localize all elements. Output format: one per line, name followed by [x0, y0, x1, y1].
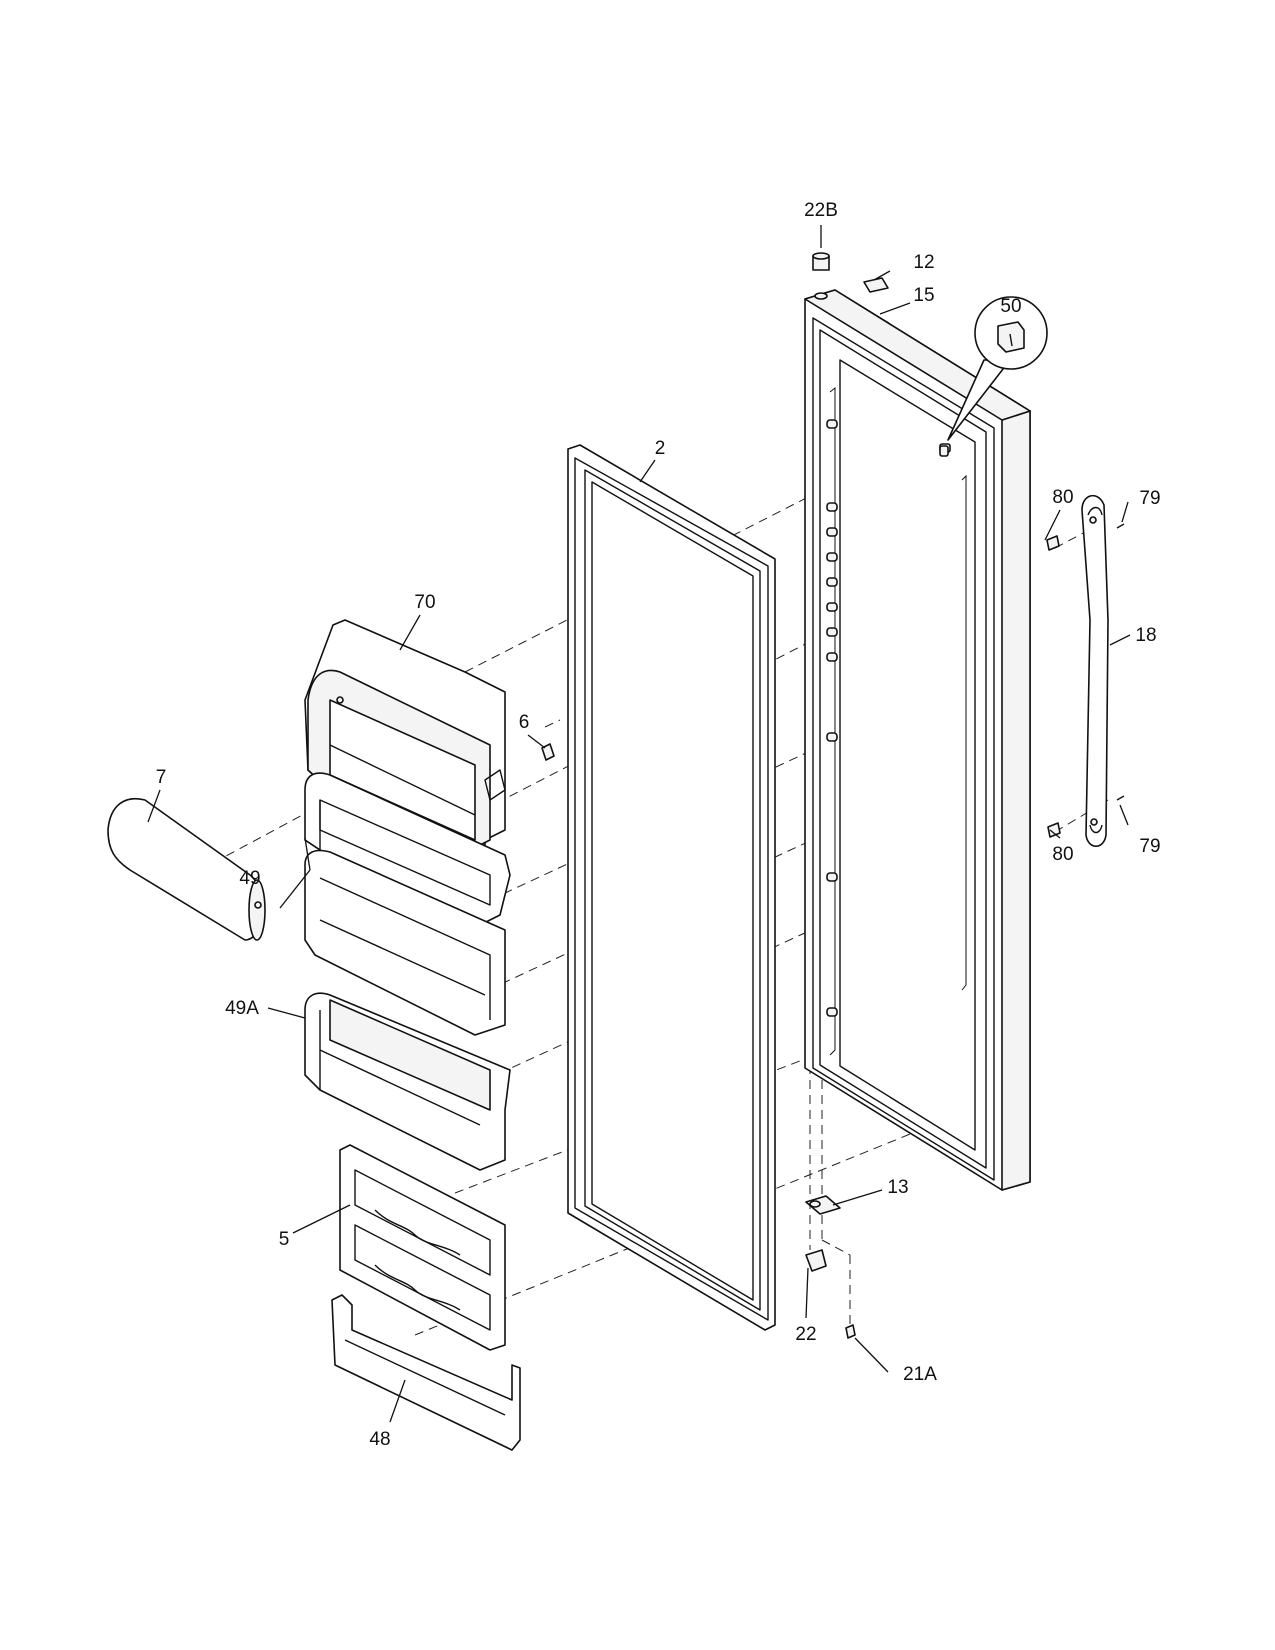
callout-79-bottom: 79 — [1139, 836, 1160, 857]
callout-22: 22 — [795, 1324, 816, 1345]
dairy-bin — [304, 619, 506, 881]
callout-5: 5 — [279, 1229, 290, 1250]
callout-50: 50 — [1000, 296, 1021, 317]
leader-lines — [147, 225, 1131, 1423]
callout-labels: 22B 12 15 50 2 80 79 18 70 6 7 49 80 79 … — [156, 200, 1161, 1450]
can-rack — [339, 1144, 506, 1351]
callout-49: 49 — [239, 868, 260, 889]
callout-7: 7 — [156, 767, 167, 788]
top-hinge-bushing — [812, 252, 830, 300]
callout-12: 12 — [913, 252, 934, 273]
door-bin-lower — [304, 992, 511, 1171]
door-bin-middle — [304, 849, 506, 1036]
callout-6: 6 — [519, 712, 530, 733]
callout-49a: 49A — [225, 998, 259, 1019]
dairy-cover — [107, 798, 266, 941]
callout-80-bottom: 80 — [1052, 844, 1073, 865]
callout-2: 2 — [655, 438, 666, 459]
callout-15: 15 — [913, 285, 934, 306]
callout-13: 13 — [887, 1177, 908, 1198]
lower-hinge — [805, 1195, 841, 1215]
door-shelf-supports — [826, 419, 838, 1017]
handle-fasteners — [1046, 523, 1125, 838]
callout-70: 70 — [414, 592, 435, 613]
detail-circle-50 — [939, 296, 1048, 457]
label-plate — [863, 277, 889, 293]
callout-80-top: 80 — [1052, 487, 1073, 508]
callout-22b: 22B — [804, 200, 838, 221]
callout-48: 48 — [369, 1429, 390, 1450]
callout-18: 18 — [1135, 625, 1156, 646]
callout-79-top: 79 — [1139, 488, 1160, 509]
callout-21a: 21A — [903, 1364, 937, 1385]
hinge-screw — [845, 1324, 856, 1339]
door-gasket — [567, 444, 776, 1331]
door-shelf-bottom — [331, 1294, 521, 1451]
door-assembly — [804, 289, 1031, 1191]
door-handle — [1081, 494, 1109, 848]
lower-hinge-bushing — [805, 1249, 827, 1272]
